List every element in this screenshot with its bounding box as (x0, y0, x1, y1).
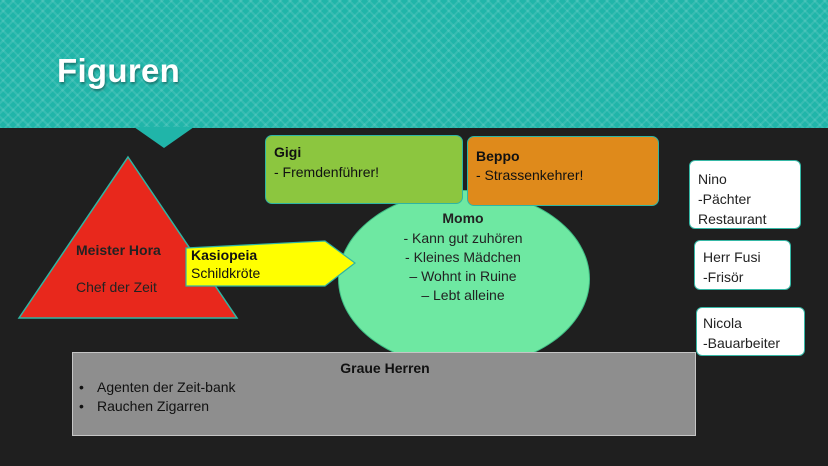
nino-role: -Pächter (698, 191, 751, 207)
nicola-name: Nicola (703, 315, 742, 331)
beppo-name: Beppo (476, 148, 520, 164)
nicola-role: -Bauarbeiter (703, 335, 781, 351)
momo-ellipse (338, 190, 590, 368)
herr-fusi-role: -Frisör (703, 269, 744, 285)
kasiopeia-role: Schildkröte (191, 265, 261, 281)
title-banner (0, 0, 828, 128)
momo-traits: - Kann gut zuhören - Kleines Mädchen – W… (338, 229, 588, 305)
gigi-role: - Fremdenführer! (274, 164, 380, 180)
graue-herren-trait: Agenten der Zeit-bank (79, 378, 236, 397)
graue-herren-traits: Agenten der Zeit-bank Rauchen Zigarren (79, 378, 236, 416)
momo-trait: – Lebt alleine (421, 287, 505, 303)
slide-title: Figuren (57, 52, 181, 89)
meister-hora-role: Chef der Zeit (76, 279, 157, 295)
momo-name: Momo (442, 210, 484, 226)
meister-hora-triangle (17, 155, 239, 319)
momo-trait: – Wohnt in Ruine (409, 268, 517, 284)
graue-herren-name: Graue Herren (340, 360, 430, 376)
graue-herren-trait: Rauchen Zigarren (79, 397, 236, 416)
kasiopeia-arrow (185, 240, 357, 287)
graue-herren-box: Graue Herren Agenten der Zeit-bank Rauch… (72, 352, 696, 436)
gigi-box: Gigi - Fremdenführer! (265, 135, 463, 204)
nino-role-detail: Restaurant (698, 211, 767, 227)
meister-hora-name: Meister Hora (76, 242, 161, 258)
beppo-role: - Strassenkehrer! (476, 167, 584, 183)
herr-fusi-name: Herr Fusi (703, 249, 761, 265)
herr-fusi-box: Herr Fusi -Frisör (694, 240, 791, 290)
momo-trait: - Kleines Mädchen (405, 249, 521, 265)
nicola-box: Nicola -Bauarbeiter (696, 307, 805, 356)
gigi-name: Gigi (274, 144, 302, 160)
beppo-box: Beppo - Strassenkehrer! (467, 136, 659, 206)
nino-name: Nino (698, 171, 727, 187)
title-banner-notch (134, 127, 194, 148)
nino-box: Nino -Pächter Restaurant (689, 160, 801, 229)
momo-trait: - Kann gut zuhören (403, 230, 523, 246)
kasiopeia-name: Kasiopeia (191, 247, 258, 263)
